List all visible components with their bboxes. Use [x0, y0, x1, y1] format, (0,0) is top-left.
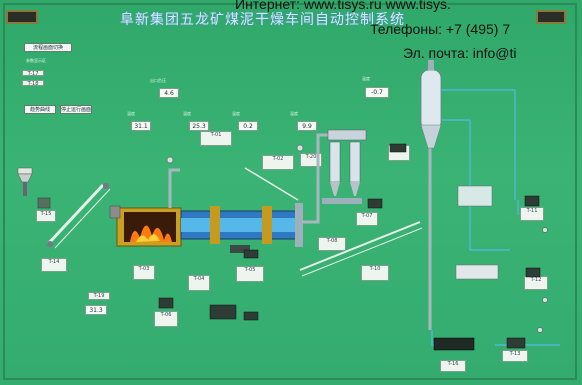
tag-box: T-18 — [22, 80, 44, 86]
param-area-label: 参数显示区 — [26, 58, 46, 63]
belt-conveyor — [46, 183, 111, 249]
temp-label-4: 温度 — [290, 111, 298, 116]
temp-value-2: 25.3 — [189, 121, 209, 131]
tag-box: T-16 — [440, 360, 466, 372]
tag-box: T-03 — [133, 265, 155, 280]
temp-label-5: 温度 — [362, 76, 370, 81]
tag-box: T-15 — [36, 210, 56, 222]
tag-box: T-10 — [361, 265, 389, 281]
tag-box: T-05 — [236, 266, 264, 282]
blue-lines — [431, 89, 560, 346]
feed-hopper — [17, 167, 51, 209]
temp-label-3: 温度 — [232, 111, 240, 116]
rotary-dryer — [180, 203, 303, 253]
contact-phone: Телефоны: +7 (495) 7 — [370, 21, 511, 37]
temp-label-1: 温度 — [127, 111, 135, 116]
screen-frame — [3, 3, 577, 380]
tag-box: T-11 — [520, 207, 544, 221]
switch-view-button[interactable]: 流程画面切换 — [24, 43, 72, 52]
stop-view-button[interactable]: 停止运行画面 — [60, 105, 92, 114]
cyclone-separators — [322, 129, 367, 204]
temp-value-3: 0.2 — [238, 121, 258, 131]
clock-display — [6, 10, 38, 24]
bottom-value: 31.3 — [85, 305, 107, 315]
tag-box: T-17 — [22, 70, 44, 76]
temp-value-1: 31.1 — [131, 121, 151, 131]
tag-box: T-01 — [200, 131, 232, 146]
tag-box: T-19 — [88, 292, 110, 300]
tag-box: T-13 — [502, 350, 528, 362]
storage-tanks — [433, 185, 499, 351]
status-display — [536, 10, 566, 24]
tag-box: T-02 — [262, 155, 294, 170]
outlet-pressure-label: 出口负压 — [150, 78, 166, 83]
tag-box: T-08 — [318, 237, 346, 251]
contact-email: Эл. почта: info@ti — [403, 45, 517, 61]
tag-box: T-14 — [41, 258, 67, 272]
contact-web: Интернет: www.tisys.ru www.tisys. — [235, 0, 451, 12]
scrubber-tower — [420, 60, 442, 149]
gauges — [166, 144, 548, 333]
page-title: 阜新集团五龙矿煤泥干燥车间自动控制系统 — [120, 12, 405, 28]
tag-box: T-06 — [154, 311, 178, 327]
temp-value-4: 9.9 — [297, 121, 317, 131]
temp-label-2: 温度 — [183, 111, 191, 116]
tag-box: T-04 — [188, 275, 210, 291]
discharge-belt — [244, 167, 423, 277]
furnace — [109, 205, 182, 247]
trend-button[interactable]: 趋势曲线 — [24, 105, 56, 114]
pressure-value: 4.6 — [159, 88, 179, 98]
tag-box: T-07 — [356, 212, 378, 226]
fan-units — [158, 143, 541, 349]
negative-pressure-value: -0.7 — [365, 87, 389, 98]
